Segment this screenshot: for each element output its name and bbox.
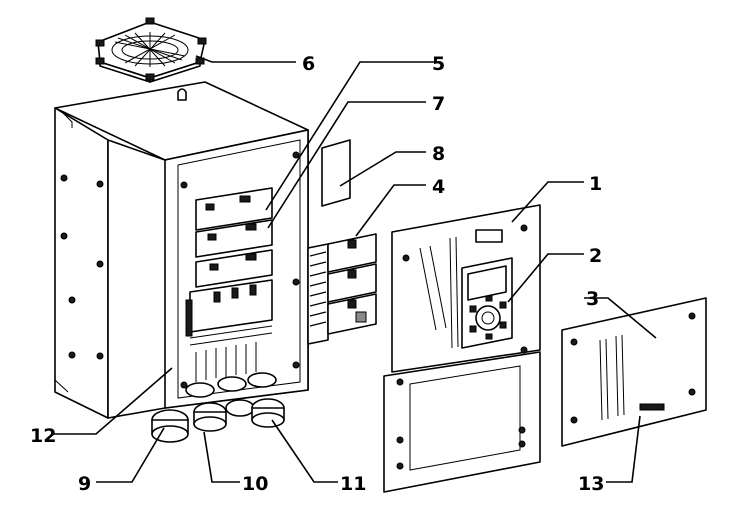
small-cover-plate	[321, 139, 351, 207]
rear-cover-plate	[561, 297, 707, 447]
front-cover	[383, 204, 541, 493]
leader-lines	[52, 55, 657, 483]
keypad	[461, 257, 513, 349]
callout-6: 6	[302, 53, 315, 75]
cable-glands	[151, 372, 285, 443]
callout-1: 1	[589, 173, 602, 195]
callout-10: 10	[242, 473, 268, 495]
callout-8: 8	[432, 143, 445, 165]
callout-4: 4	[432, 176, 445, 198]
control-board-stack	[307, 233, 377, 345]
callout-12: 12	[30, 425, 56, 447]
callout-2: 2	[589, 245, 602, 267]
callout-7: 7	[432, 93, 445, 115]
callout-labels: 6 5 7 8 4 1 2 3 12 9 10 11 13	[30, 53, 604, 495]
callout-13: 13	[578, 473, 604, 495]
main-enclosure	[54, 81, 309, 443]
internal-boards	[185, 187, 273, 382]
callout-11: 11	[340, 473, 366, 495]
fan-assembly	[95, 17, 207, 83]
callout-3: 3	[586, 288, 599, 310]
callout-5: 5	[432, 53, 445, 75]
callout-9: 9	[78, 473, 91, 495]
